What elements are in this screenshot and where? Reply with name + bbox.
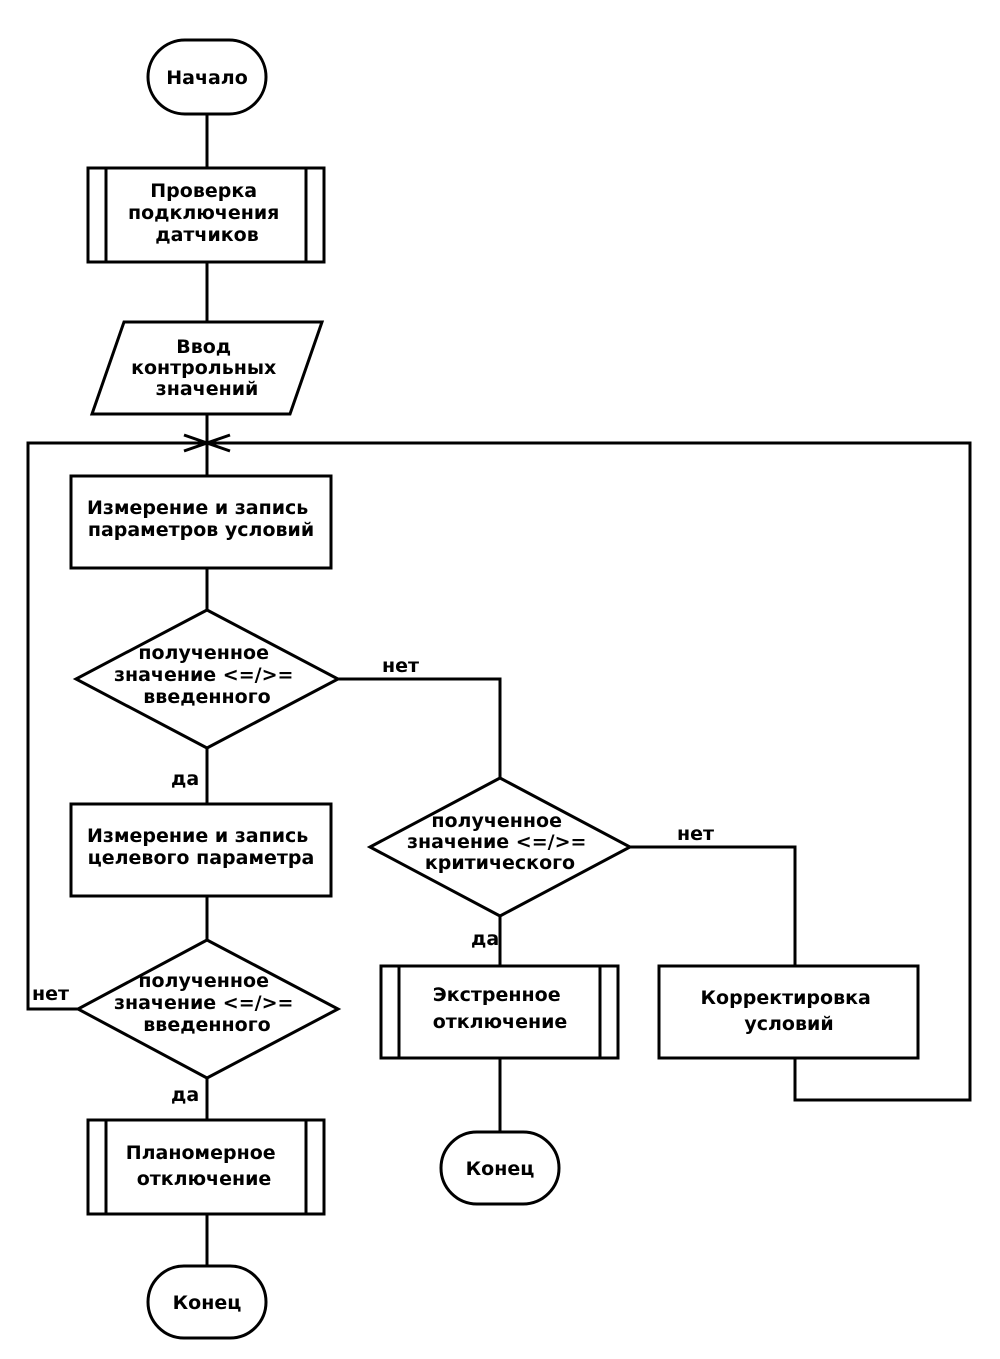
node-input-line: контрольных [131,357,276,379]
node-decision-critical-line: полученное [431,810,562,832]
node-end-emergency: Конец [439,1130,561,1206]
edge-labels: нет да нет да нет да [32,655,714,1106]
node-sensor-check-label: Проверка подключения датчиков [128,180,286,246]
connector-correction-loop [207,441,972,1102]
node-measure-conditions: Измерение и запись параметров условий [69,474,333,570]
node-emergency-shutdown-label: Экстренное отключение [433,984,568,1033]
node-correction-label: Корректировка условий [701,987,878,1035]
node-emergency-shutdown: Экстренное отключение [379,964,620,1060]
edge-label-decision2-yes: да [471,928,499,950]
node-decision-entered-1-line: значение <=/>= [114,664,293,686]
edge-label-decision1-no: нет [382,655,419,677]
node-decision-entered-2: полученное значение <=/>= введенного [74,938,342,1080]
loop-junction-arrow-right [202,433,231,453]
node-emergency-shutdown-line: Экстренное [433,984,561,1006]
node-planned-shutdown: Планомерное отключение [86,1118,326,1216]
node-decision-critical-line: критического [425,852,575,874]
node-planned-shutdown-line: отключение [137,1168,272,1190]
node-decision-entered-1-line: введенного [143,686,270,708]
node-decision-entered-2-line: полученное [138,970,269,992]
edge-label-decision3-yes: да [171,1084,199,1106]
node-planned-shutdown-label: Планомерное отключение [126,1142,283,1190]
node-input-label: Ввод контрольных значений [131,336,283,400]
connector-decision2-no [630,845,797,966]
node-decision-entered-2-line: значение <=/>= [114,992,293,1014]
node-end-emergency-label: Конец [466,1158,535,1180]
edge-label-decision3-no: нет [32,983,69,1005]
node-input-line: значений [156,378,259,400]
connector-decision1-no [338,677,502,778]
node-measure-conditions-line: Измерение и запись [87,497,308,519]
node-decision-entered-1-line: полученное [138,642,269,664]
node-input: Ввод контрольных значений [89,320,325,416]
node-decision-critical: полученное значение <=/>= критического [366,776,634,918]
node-end-planned-line: Конец [173,1292,242,1314]
node-measure-target-label: Измерение и запись целевого параметра [87,825,315,869]
edge-label-decision2-no: нет [677,823,714,845]
node-sensor-check: Проверка подключения датчиков [86,166,326,264]
node-start: Начало [146,38,268,116]
node-correction: Корректировка условий [657,964,920,1060]
node-decision-entered-2-label: полученное значение <=/>= введенного [114,970,300,1036]
node-start-line: Начало [166,67,248,89]
node-sensor-check-line: Проверка [150,180,257,202]
node-sensor-check-line: датчиков [155,224,259,246]
node-sensor-check-line: подключения [128,202,279,224]
edge-label-decision1-yes: да [171,768,199,790]
node-decision-entered-1: полученное значение <=/>= введенного [72,608,342,750]
node-measure-target-line: целевого параметра [88,847,315,869]
connector-decision3-no-loop [26,441,207,1011]
node-measure-target: Измерение и запись целевого параметра [69,802,333,898]
node-start-label: Начало [166,67,248,89]
node-decision-entered-2-line: введенного [143,1014,270,1036]
node-measure-conditions-label: Измерение и запись параметров условий [87,497,315,541]
node-input-line: Ввод [176,336,231,358]
node-emergency-shutdown-line: отключение [433,1011,568,1033]
node-correction-line: Корректировка [701,987,871,1009]
node-measure-conditions-line: параметров условий [88,519,314,541]
node-decision-critical-label: полученное значение <=/>= критического [407,810,593,874]
node-measure-target-line: Измерение и запись [87,825,308,847]
node-decision-entered-1-label: полученное значение <=/>= введенного [114,642,300,708]
connectors [26,114,972,1266]
node-decision-critical-line: значение <=/>= [407,831,586,853]
node-end-planned-label: Конец [173,1292,242,1314]
node-planned-shutdown-line: Планомерное [126,1142,276,1164]
node-end-emergency-line: Конец [466,1158,535,1180]
node-correction-line: условий [744,1013,833,1035]
node-end-planned: Конец [146,1264,268,1340]
